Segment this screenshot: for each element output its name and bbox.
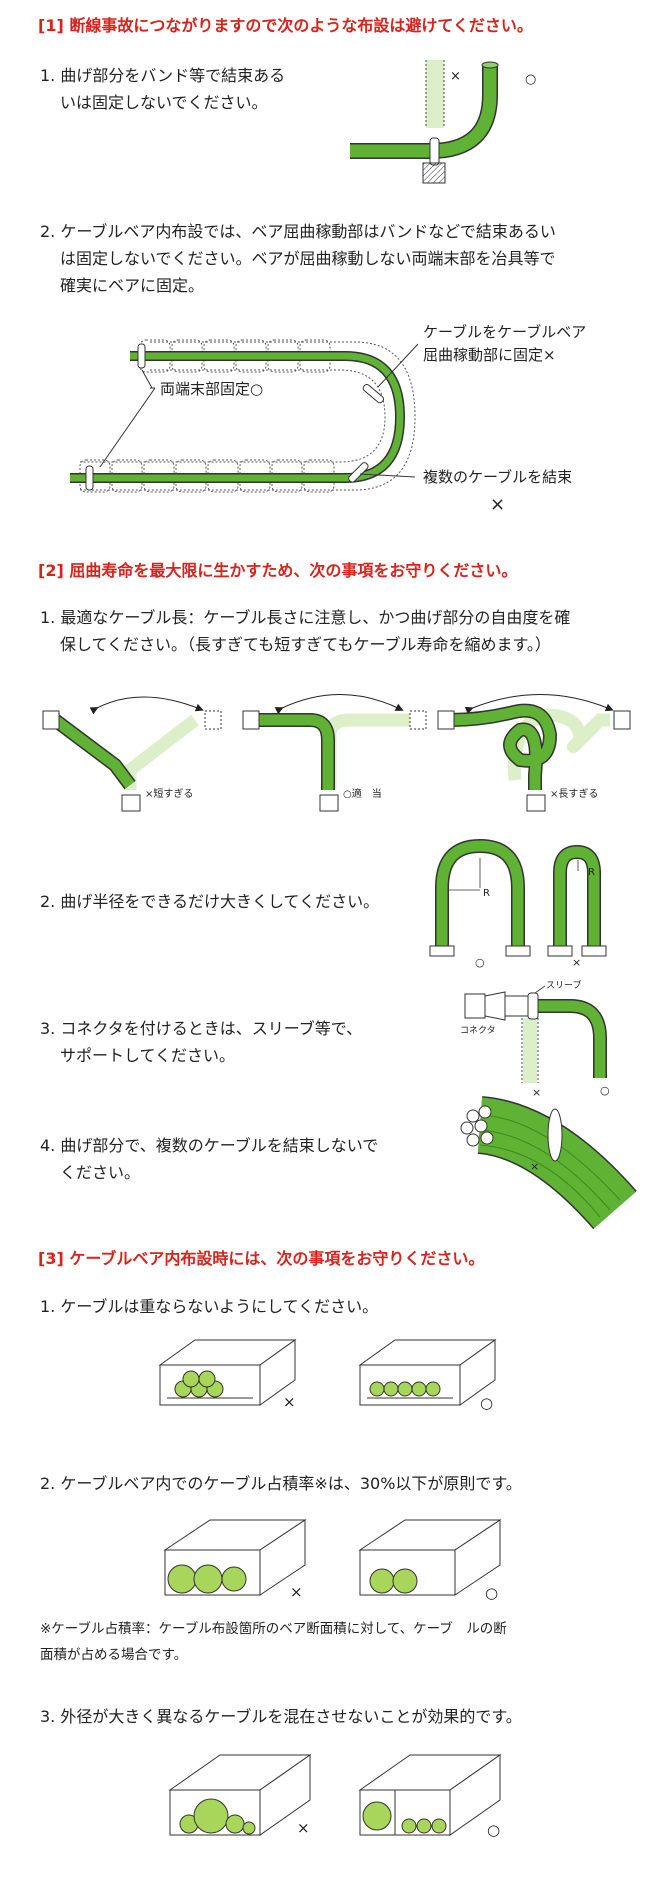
ok-mark: ○: [487, 1821, 500, 1839]
ok-mark: ○: [485, 1584, 498, 1602]
section3-item3-text: 3. 外径が大きく異なるケーブルを混在させないことが効果的です。: [40, 1703, 522, 1730]
cable-carrier-figure: 両端末部固定○ ケーブルをケーブルベア 屈曲稼動部に固定× 複数のケーブルを結束…: [70, 323, 586, 515]
fill-ratio-figure: × ○: [163, 1519, 502, 1602]
no-overlap-figure: × ○: [158, 1339, 497, 1412]
section3-heading: [3] ケーブルベア内布設時には、次の事項をお守りください。: [38, 1249, 485, 1268]
section3-item2-text: 2. ケーブルベア内でのケーブル占積率※は、30%以下が原則です。: [40, 1470, 522, 1497]
text-line: 確実にベアに固定。: [60, 276, 205, 295]
ng-mark: ×: [572, 956, 581, 969]
bend-radius-figure: R ○ R ×: [429, 838, 607, 969]
fill-ratio-note: ※ケーブル占積率：ケーブル布設箇所のベア断面積に対して、ケーブ ルの断 面積が占…: [40, 1616, 507, 1668]
section2-item3-text: 3. コネクタを付けるときは、スリーブ等で、 サポートしてください。: [40, 1015, 362, 1069]
text-line: 2. 曲げ半径をできるだけ大きくしてください。: [40, 892, 380, 911]
text-line: ください。: [60, 1163, 141, 1182]
note-line: ※ケーブル占積率：ケーブル布設箇所のベア断面積に対して、ケーブ ルの断: [40, 1621, 507, 1637]
band-fixing-figure: × ○: [350, 60, 536, 184]
text-line: 2. ケーブルベア内布設では、ベア屈曲稼動部はバンドなどで結束あるい: [40, 222, 556, 241]
ok-mark: ○: [475, 956, 485, 969]
too-short-label: ×短すぎる: [145, 787, 193, 800]
radius-label-large: R: [483, 888, 490, 899]
text-line: 2. ケーブルベア内でのケーブル占積率※は、30%以下が原則です。: [40, 1474, 522, 1493]
radius-label-small: R: [588, 867, 595, 878]
bundled-label: 複数のケーブルを結束: [423, 468, 572, 486]
connector-label: コネクタ: [460, 1025, 496, 1036]
ng-mark: ×: [530, 1160, 539, 1173]
bend-fixed-label: ケーブルをケーブルベア: [423, 323, 586, 341]
ng-mark: ×: [283, 1393, 296, 1411]
section2-item2-text: 2. 曲げ半径をできるだけ大きくしてください。: [40, 888, 379, 915]
ok-mark: ○: [525, 72, 536, 87]
sleeve-label: スリーブ: [546, 979, 581, 991]
section2-item4-text: 4. 曲げ部分で、複数のケーブルを結束しないで ください。: [40, 1132, 378, 1186]
text-line: 3. コネクタを付けるときは、スリーブ等で、: [40, 1019, 363, 1038]
section1-heading: [1] 断線事故につながりますので次のような布設は避けてください。: [38, 16, 533, 35]
section1-item1-text: 1. 曲げ部分をバンド等で結束ある いは固定しないでください。: [40, 62, 285, 116]
mixed-diameter-figure: × ○: [168, 1754, 502, 1839]
text-line: 3. 外径が大きく異なるケーブルを混在させないことが効果的です。: [40, 1707, 522, 1726]
section2-heading: [2] 屈曲寿命を最大限に生かすため、次の事項をお守りください。: [38, 561, 518, 580]
text-line: 1. ケーブルは重ならないようにしてください。: [40, 1297, 379, 1316]
text-line: 保してください。（長すぎても短すぎてもケーブル寿命を縮めます。）: [60, 635, 551, 654]
ng-mark: ×: [290, 1583, 303, 1601]
text-line: 4. 曲げ部分で、複数のケーブルを結束しないで: [40, 1136, 379, 1155]
ok-mark: ○: [600, 1084, 610, 1097]
cable-length-figure: ×短すぎる ○適 当 ×長すぎる: [42, 694, 631, 812]
bundle-bend-figure: ×: [460, 1096, 637, 1230]
ng-mark: ×: [532, 1086, 541, 1099]
section2-item1-text: 1. 最適なケーブル長：ケーブル長さに注意し、かつ曲げ部分の自由度を確 保してく…: [40, 604, 570, 658]
text-line: は固定しないでください。ベアが屈曲稼動しない両端末部を冶具等で: [60, 249, 556, 268]
section1-item2-text: 2. ケーブルベア内布設では、ベア屈曲稼動部はバンドなどで結束あるい は固定しな…: [40, 218, 556, 299]
bend-fixed-label: 屈曲稼動部に固定×: [423, 346, 556, 364]
note-line: 面積が占める場合です。: [40, 1647, 188, 1663]
text-line: 1. 曲げ部分をバンド等で結束ある: [40, 66, 286, 85]
text-line: いは固定しないでください。: [60, 93, 268, 112]
ok-length-label: ○適 当: [343, 787, 382, 800]
ng-mark: ×: [450, 69, 461, 84]
bundled-ng-mark: ×: [490, 494, 505, 515]
text-line: サポートしてください。: [60, 1046, 236, 1065]
too-long-label: ×長すぎる: [550, 787, 598, 800]
text-line: 1. 最適なケーブル長：ケーブル長さに注意し、かつ曲げ部分の自由度を確: [40, 608, 571, 627]
ok-mark: ○: [480, 1394, 493, 1412]
section3-item1-text: 1. ケーブルは重ならないようにしてください。: [40, 1293, 378, 1320]
ends-fixed-label: 両端末部固定○: [160, 380, 263, 398]
ng-mark: ×: [297, 1819, 310, 1837]
connector-sleeve-figure: スリーブ コネクタ × ○: [460, 979, 610, 1099]
